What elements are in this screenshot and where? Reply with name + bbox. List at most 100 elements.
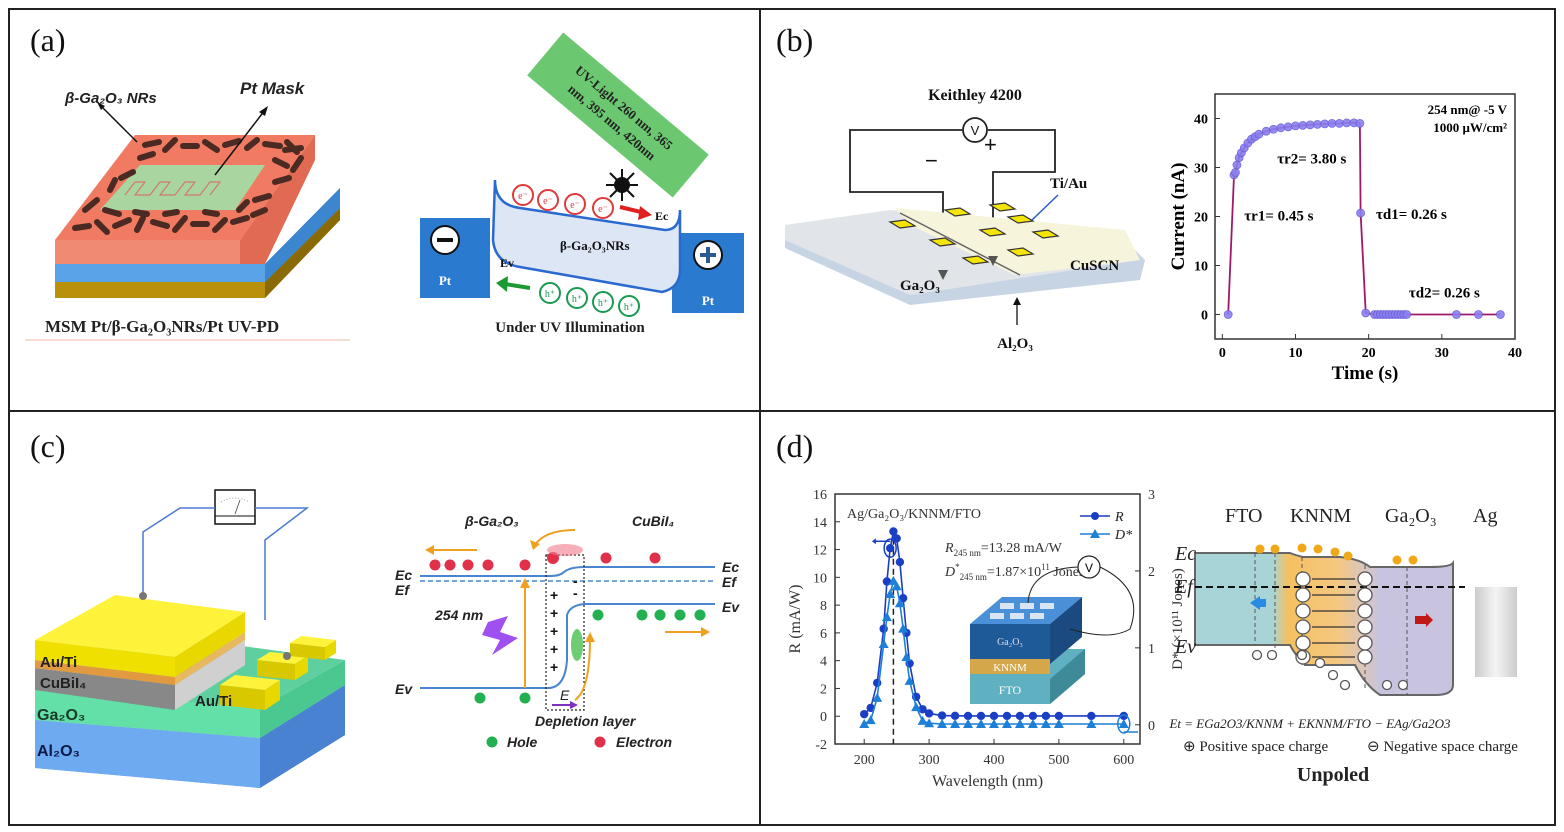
minus-icon: [437, 238, 453, 242]
svg-text:+: +: [550, 605, 558, 621]
legend-r-label: R: [1114, 510, 1124, 525]
data-point: [1334, 119, 1344, 128]
label-254nm: 254 nm: [434, 607, 483, 623]
r-data-point: [1002, 711, 1012, 721]
svg-text:h⁺: h⁺: [545, 289, 555, 300]
label-nrs: β-Ga₂O₃ NRs: [64, 90, 157, 107]
y-tick-label: 10: [1194, 260, 1208, 275]
voltmeter-icon: [962, 117, 988, 143]
y-axis-label: R (mA/W): [787, 585, 804, 654]
data-point: [1327, 119, 1337, 128]
light-source-icon: [606, 169, 638, 201]
label-ga2o3-film: Ga₂O₃: [37, 707, 85, 724]
label-cuscn: CuSCN: [1070, 258, 1119, 274]
svg-text:Electron: Electron: [616, 734, 672, 750]
blue-arrow-icon: [1250, 596, 1260, 610]
y2-tick-label: 3: [1148, 488, 1155, 503]
panel-b-device: Keithley 4200 V − + Ti/Au CuSCN Ga₂O₃ Al…: [785, 87, 1145, 352]
panel-a-band-diagram: UV-Light 260 nm, 365 nm, 395 nm, 420nm P…: [420, 32, 744, 336]
uv-light-box: UV-Light 260 nm, 365 nm, 395 nm, 420nm: [527, 32, 709, 198]
svg-text:Hole: Hole: [507, 734, 538, 750]
svg-text:e⁻: e⁻: [543, 196, 553, 207]
svg-text:Ec: Ec: [655, 209, 669, 223]
panel-divider-vertical: [759, 8, 761, 826]
ga2o3-top-layer: [970, 624, 1050, 659]
dstar-data-point: [1001, 719, 1012, 728]
y2-tick-label: 0: [1148, 719, 1155, 734]
red-arrow-icon: [1426, 613, 1433, 627]
svg-text:+: +: [984, 132, 997, 157]
y-tick-label: 2: [820, 682, 827, 697]
holes: [539, 282, 640, 317]
annotation-intensity: 1000 μW/cm²: [1433, 120, 1507, 135]
r-data-point: [918, 705, 927, 714]
data-point: [1355, 119, 1365, 128]
svg-text:Ga₂O₃: Ga₂O₃: [1385, 505, 1437, 527]
data-point: [1356, 208, 1366, 218]
label-cubii4: CuBiI₄: [40, 675, 86, 692]
data-point: [1261, 126, 1271, 136]
dstar-data-point: [898, 623, 909, 633]
nanorods: [72, 137, 304, 235]
x-tick-label: 30: [1435, 346, 1449, 361]
dstar-data-point: [859, 719, 870, 728]
annotation-tau-r2: τr2= 3.80 s: [1277, 152, 1346, 168]
svg-text:Ev: Ev: [500, 256, 514, 270]
svg-text:Ev: Ev: [395, 681, 413, 697]
inset-label-knnm: KNNM: [993, 662, 1027, 674]
annotation-condition: 254 nm@ -5 V: [1428, 102, 1508, 117]
r-data-point: [937, 711, 947, 720]
dstar-data-point: [924, 718, 935, 728]
r-data-point: [963, 711, 973, 721]
caption-uv-illumination: Under UV Illumination: [495, 320, 645, 336]
depletion-region: [545, 554, 585, 711]
label-pt-mask: Pt Mask: [240, 79, 306, 98]
x-tick-label: 20: [1362, 346, 1376, 361]
svg-text:+: +: [550, 659, 558, 675]
data-point: [1320, 119, 1330, 129]
y-tick-label: -2: [815, 738, 827, 753]
hole-dots: [474, 609, 706, 704]
y2-tick-label: 2: [1148, 565, 1155, 580]
label-side-au-ti: Au/Ti: [195, 693, 232, 710]
inset-voltmeter-label: V: [1085, 561, 1093, 575]
r-data-point: [976, 711, 986, 721]
r-data-point: [1028, 711, 1038, 721]
sample-label: Ag/Ga₂O₃/KNNM/FTO: [847, 507, 981, 522]
caption-unpoled: Unpoled: [1297, 764, 1369, 786]
inset-voltmeter-icon: [1077, 555, 1101, 579]
svg-text:−: −: [925, 148, 938, 173]
data-point: [1495, 310, 1505, 319]
inset-pad: [1010, 613, 1024, 619]
electron-dots: [429, 552, 661, 571]
svg-text:Ec: Ec: [395, 567, 412, 583]
svg-text:-: -: [573, 585, 578, 601]
y-tick-label: 30: [1194, 162, 1208, 177]
dstar-data-point: [878, 639, 889, 648]
svg-text:e⁻: e⁻: [518, 191, 528, 202]
r-data-point: [1119, 711, 1128, 721]
inset-label-fto: FTO: [999, 683, 1022, 697]
svg-text:Ec: Ec: [722, 559, 739, 575]
dstar-data-point: [891, 581, 902, 591]
left-axis-arrowhead: [871, 538, 876, 545]
y2-axis-label: D* (×10¹¹ Jones): [1170, 568, 1186, 670]
svg-text:Pt: Pt: [702, 293, 715, 308]
data-point: [1361, 308, 1371, 318]
dstar-data-point: [1118, 719, 1129, 728]
annotation-tau-d1: τd1= 0.26 s: [1376, 207, 1447, 223]
r-data-point: [1054, 711, 1064, 721]
label-beta-ga2o3: β-Ga₂O₃: [464, 513, 519, 529]
ti-au-pads: [888, 202, 1060, 265]
dstar-data-point: [1027, 719, 1038, 728]
meter-icon: [214, 489, 256, 525]
x-tick-label: 500: [1048, 753, 1069, 768]
svg-text:Ef: Ef: [722, 574, 737, 590]
dstar-data-point: [885, 589, 896, 598]
annotation-tau-d2: τd2= 0.26 s: [1409, 285, 1480, 301]
r-data-point: [889, 527, 898, 536]
electron-arrow-icon: [638, 206, 652, 220]
svg-text:-: -: [573, 573, 578, 589]
r-data-point: [860, 709, 869, 719]
